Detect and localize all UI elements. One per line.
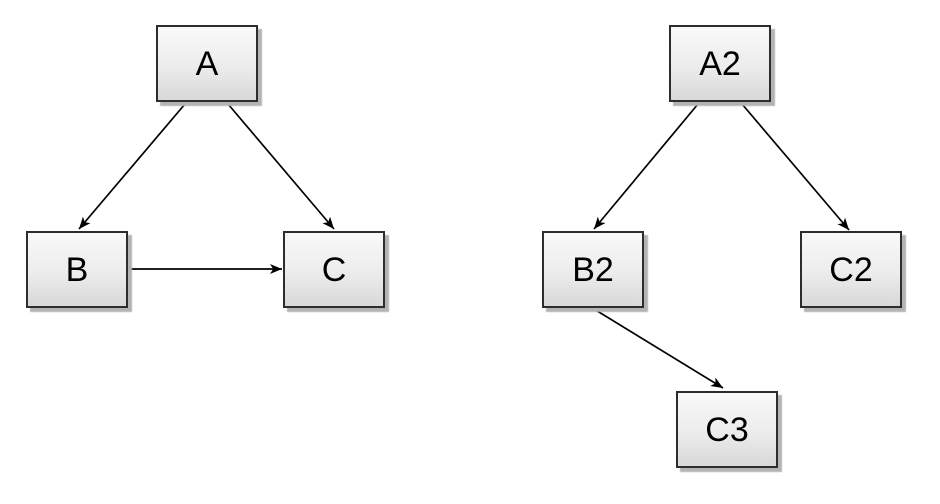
node-c3: C3 — [676, 391, 778, 468]
node-b2: B2 — [542, 231, 644, 308]
node-c2: C2 — [800, 231, 902, 308]
edge-a-to-c — [227, 103, 335, 230]
node-a: A — [156, 25, 258, 102]
edge-a2-to-b2 — [593, 103, 699, 230]
node-a2: A2 — [669, 25, 771, 102]
node-b: B — [26, 231, 128, 308]
edge-a2-to-c2 — [741, 103, 850, 231]
node-c: C — [283, 231, 385, 308]
edge-a-to-b — [78, 103, 186, 230]
edge-b2-to-c3 — [593, 308, 724, 389]
